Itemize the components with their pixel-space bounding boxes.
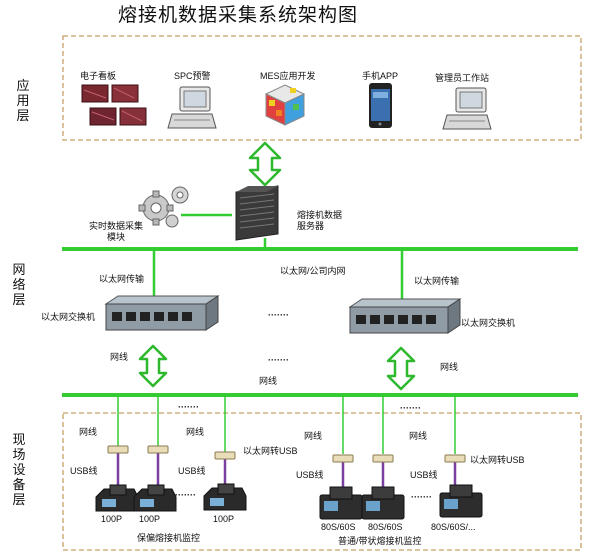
layer-label-field: 现场设备层 [12,432,26,507]
label-group-left: 保偏熔接机监控 [137,533,201,543]
layer-label-app: 应用层 [16,78,30,123]
label-cable-right: 网线 [440,362,459,372]
label-spc: SPC预警 [174,71,211,81]
label-usb-1: USB线 [70,466,98,476]
label-eth-right: 以太网传输 [414,276,460,286]
converter-1 [107,445,129,454]
splicer-100p-icons [95,483,247,512]
switch-right-icon [348,298,462,334]
computer-icon [167,86,217,129]
label-eth-center: 以太网/公司内网 [280,266,346,276]
label-electronic-board: 电子看板 [80,71,117,81]
mobile-phone-icon [369,83,392,128]
label-switch-left: 以太网交换机 [41,312,96,322]
usb-cables [116,453,457,487]
label-cable-field-3: 网线 [304,431,323,441]
diagram-title: 熔接机数据采集系统架构图 [118,5,359,26]
field-dots-left-top: ······· [178,402,199,412]
network-dots-upper: ······· [268,310,289,320]
label-eth-left: 以太网传输 [99,274,145,284]
label-100p-2: 100P [139,514,161,524]
label-data-module: 实时数据采集模块 [88,221,143,242]
field-dots-right-top: ······· [400,403,421,413]
switch-left-icon [104,295,220,331]
label-80s-2: 80S/60S [368,522,403,532]
converter-6 [444,454,466,463]
workstation-icon [442,87,492,130]
label-80s-3: 80S/60S/... [431,522,476,532]
network-dots-lower: ······· [268,355,289,365]
label-cable-field-2: 网线 [186,427,205,437]
label-usb-2: USB线 [178,466,206,476]
label-usb-3: USB线 [296,470,324,480]
layer-label-network: 网络层 [12,262,26,307]
label-eth-usb-left: 以太网转USB [243,446,298,456]
label-80s-1: 80S/60S [321,522,356,532]
converter-2 [147,445,169,454]
label-100p-1: 100P [101,514,123,524]
network-bus-top [62,247,578,251]
label-mobile-app: 手机APP [362,71,399,81]
double-arrow-switch-left [138,344,168,388]
electronic-board-icon [81,84,147,126]
server-icon [235,185,279,241]
network-bus-bottom [62,393,578,397]
splicer-80s-icons [319,484,483,520]
double-arrow-switch-right [386,346,416,391]
label-mes: MES应用开发 [260,71,316,81]
label-admin-workstation: 管理员工作站 [435,73,490,83]
converter-5 [372,454,394,463]
label-group-right: 普通/带状熔接机监控 [338,536,422,546]
label-100p-3: 100P [213,514,235,524]
label-cable-field-1: 网线 [79,427,98,437]
label-cable-left: 网线 [110,352,129,362]
label-switch-right: 以太网交换机 [461,318,516,328]
label-data-server: 熔接机数据服务器 [297,210,343,231]
field-dots-right-bottom: ······· [411,492,432,502]
field-layer-frame [62,412,582,551]
field-dots-left-bottom: ······· [175,490,196,500]
converters [107,445,466,463]
label-cable-center: 网线 [259,376,278,386]
converter-3 [214,451,236,460]
label-cable-field-4: 网线 [409,431,428,441]
double-arrow-app-server [248,141,282,187]
field-drop-lines [117,397,456,454]
gear-icon [138,186,189,228]
application-layer-frame [62,35,582,141]
converter-4 [332,454,354,463]
label-usb-4: USB线 [410,470,438,480]
rubik-cube-icon [264,84,306,126]
label-eth-usb-right: 以太网转USB [470,455,525,465]
